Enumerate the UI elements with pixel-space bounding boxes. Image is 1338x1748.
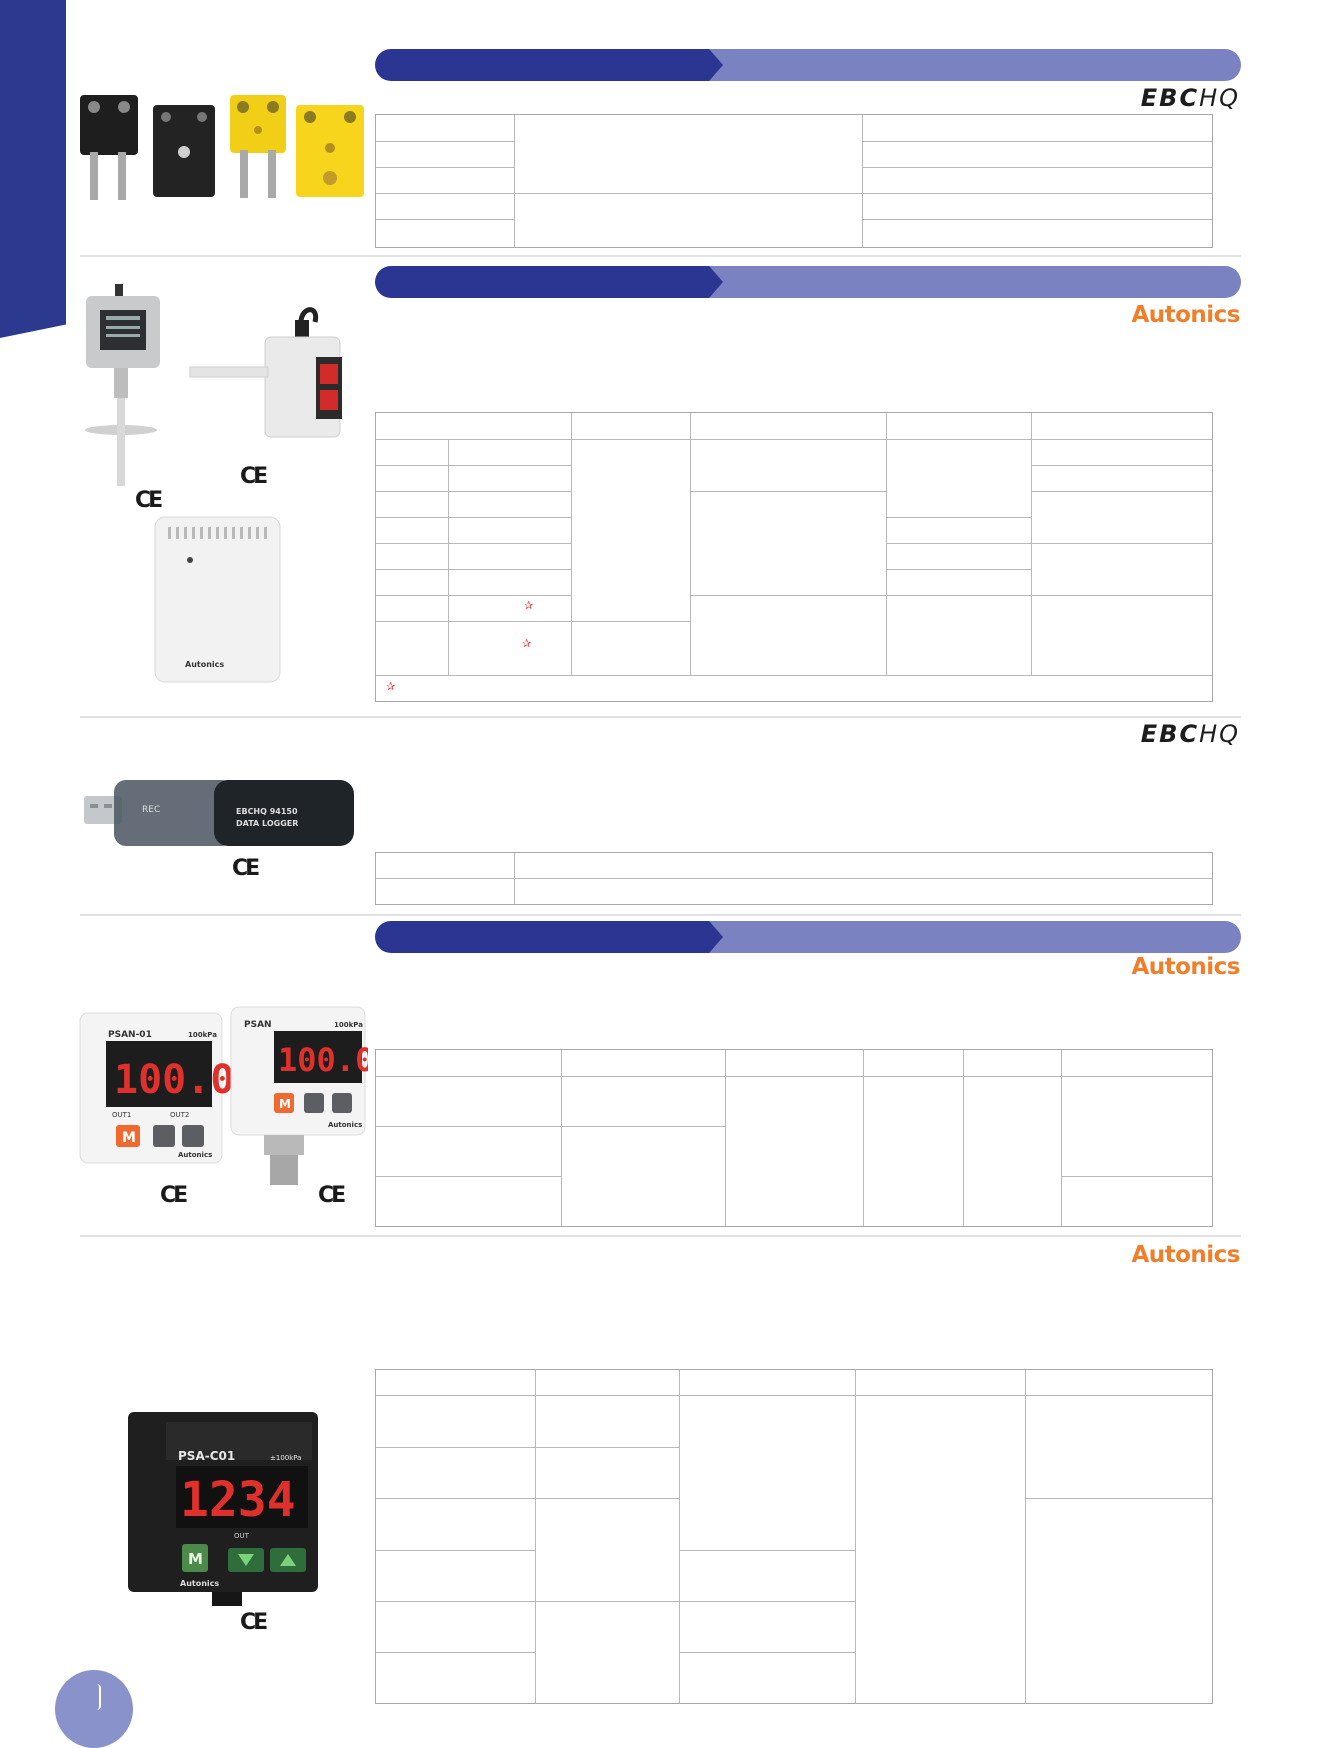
psan01-out2: OUT2 — [170, 1111, 189, 1119]
section-bar-1 — [375, 49, 1241, 81]
psan01-out1: OUT1 — [112, 1111, 131, 1119]
psac01-sensor-image: PSA-C01 ±100kPa 1234 OUT M Autonics — [128, 1412, 318, 1606]
divider-2 — [80, 716, 1241, 718]
psac01-mode-key: M — [188, 1550, 203, 1568]
sensor-brand-label: Autonics — [185, 660, 224, 669]
psac01-display: 1234 — [180, 1472, 296, 1528]
spec-table-5 — [375, 1369, 1213, 1704]
psan01-model-label: PSAN-01 — [108, 1030, 152, 1040]
transmitters-image: Autonics — [85, 284, 342, 683]
psan-brand-label: Autonics — [328, 1121, 362, 1129]
section-bar-4 — [375, 921, 1241, 953]
brand-ebchq-3: EBCHQ — [1140, 720, 1240, 748]
spec-table-1 — [375, 114, 1213, 248]
section-bar-2 — [375, 266, 1241, 298]
psan01-brand-label: Autonics — [178, 1151, 212, 1159]
page-number-badge — [55, 1670, 133, 1748]
psan-range-label: 100kPa — [334, 1021, 363, 1029]
ce-mark-2b: CE — [240, 464, 268, 489]
divider-4 — [80, 1235, 1241, 1237]
psan-mode-key: M — [279, 1097, 291, 1111]
footnote-star-2: ✰ — [522, 638, 532, 650]
psan-model-label: PSAN — [244, 1020, 272, 1030]
logger-rec-label: REC — [142, 805, 160, 815]
psac01-brand-label: Autonics — [180, 1579, 219, 1588]
ce-mark-4a: CE — [160, 1183, 188, 1208]
chapter-side-tab — [0, 0, 66, 338]
brand-autonics-2: Autonics — [1131, 302, 1240, 328]
ce-mark-4b: CE — [318, 1183, 346, 1208]
footnote-star-3: ✰ — [386, 681, 396, 693]
divider-3 — [80, 914, 1241, 916]
spec-table-3 — [375, 852, 1213, 905]
psac01-range-label: ±100kPa — [270, 1454, 301, 1462]
data-logger-image: REC EBCHQ 94150 DATA LOGGER — [84, 780, 354, 846]
logger-text-label: DATA LOGGER — [236, 819, 298, 828]
connector-plugs-image — [80, 95, 364, 200]
spec-table-4 — [375, 1049, 1213, 1227]
ce-mark-3: CE — [232, 856, 260, 881]
psan01-mode-key: M — [122, 1130, 136, 1146]
logger-brand-label: EBCHQ 94150 — [236, 807, 298, 816]
psan-sensors-image: PSAN-01 100kPa 100.0 OUT1 OUT2 M Autonic… — [79, 1006, 368, 1185]
psan01-display: 100.0 — [114, 1057, 234, 1103]
psan-display: 100.0 — [278, 1041, 368, 1079]
spec-table-2: ✰ ✰ ✰ — [375, 412, 1213, 702]
ce-mark-5: CE — [240, 1610, 268, 1635]
ce-mark-2a: CE — [135, 488, 163, 513]
psan01-range-label: 100kPa — [188, 1031, 217, 1039]
divider-1 — [80, 255, 1241, 257]
psac01-model-label: PSA-C01 — [178, 1449, 235, 1463]
brand-autonics-4: Autonics — [1131, 954, 1240, 980]
brand-autonics-5: Autonics — [1131, 1242, 1240, 1268]
footnote-star-1: ✰ — [524, 600, 534, 612]
psac01-out-label: OUT — [234, 1532, 250, 1540]
brand-ebchq-1: EBCHQ — [1140, 84, 1240, 112]
